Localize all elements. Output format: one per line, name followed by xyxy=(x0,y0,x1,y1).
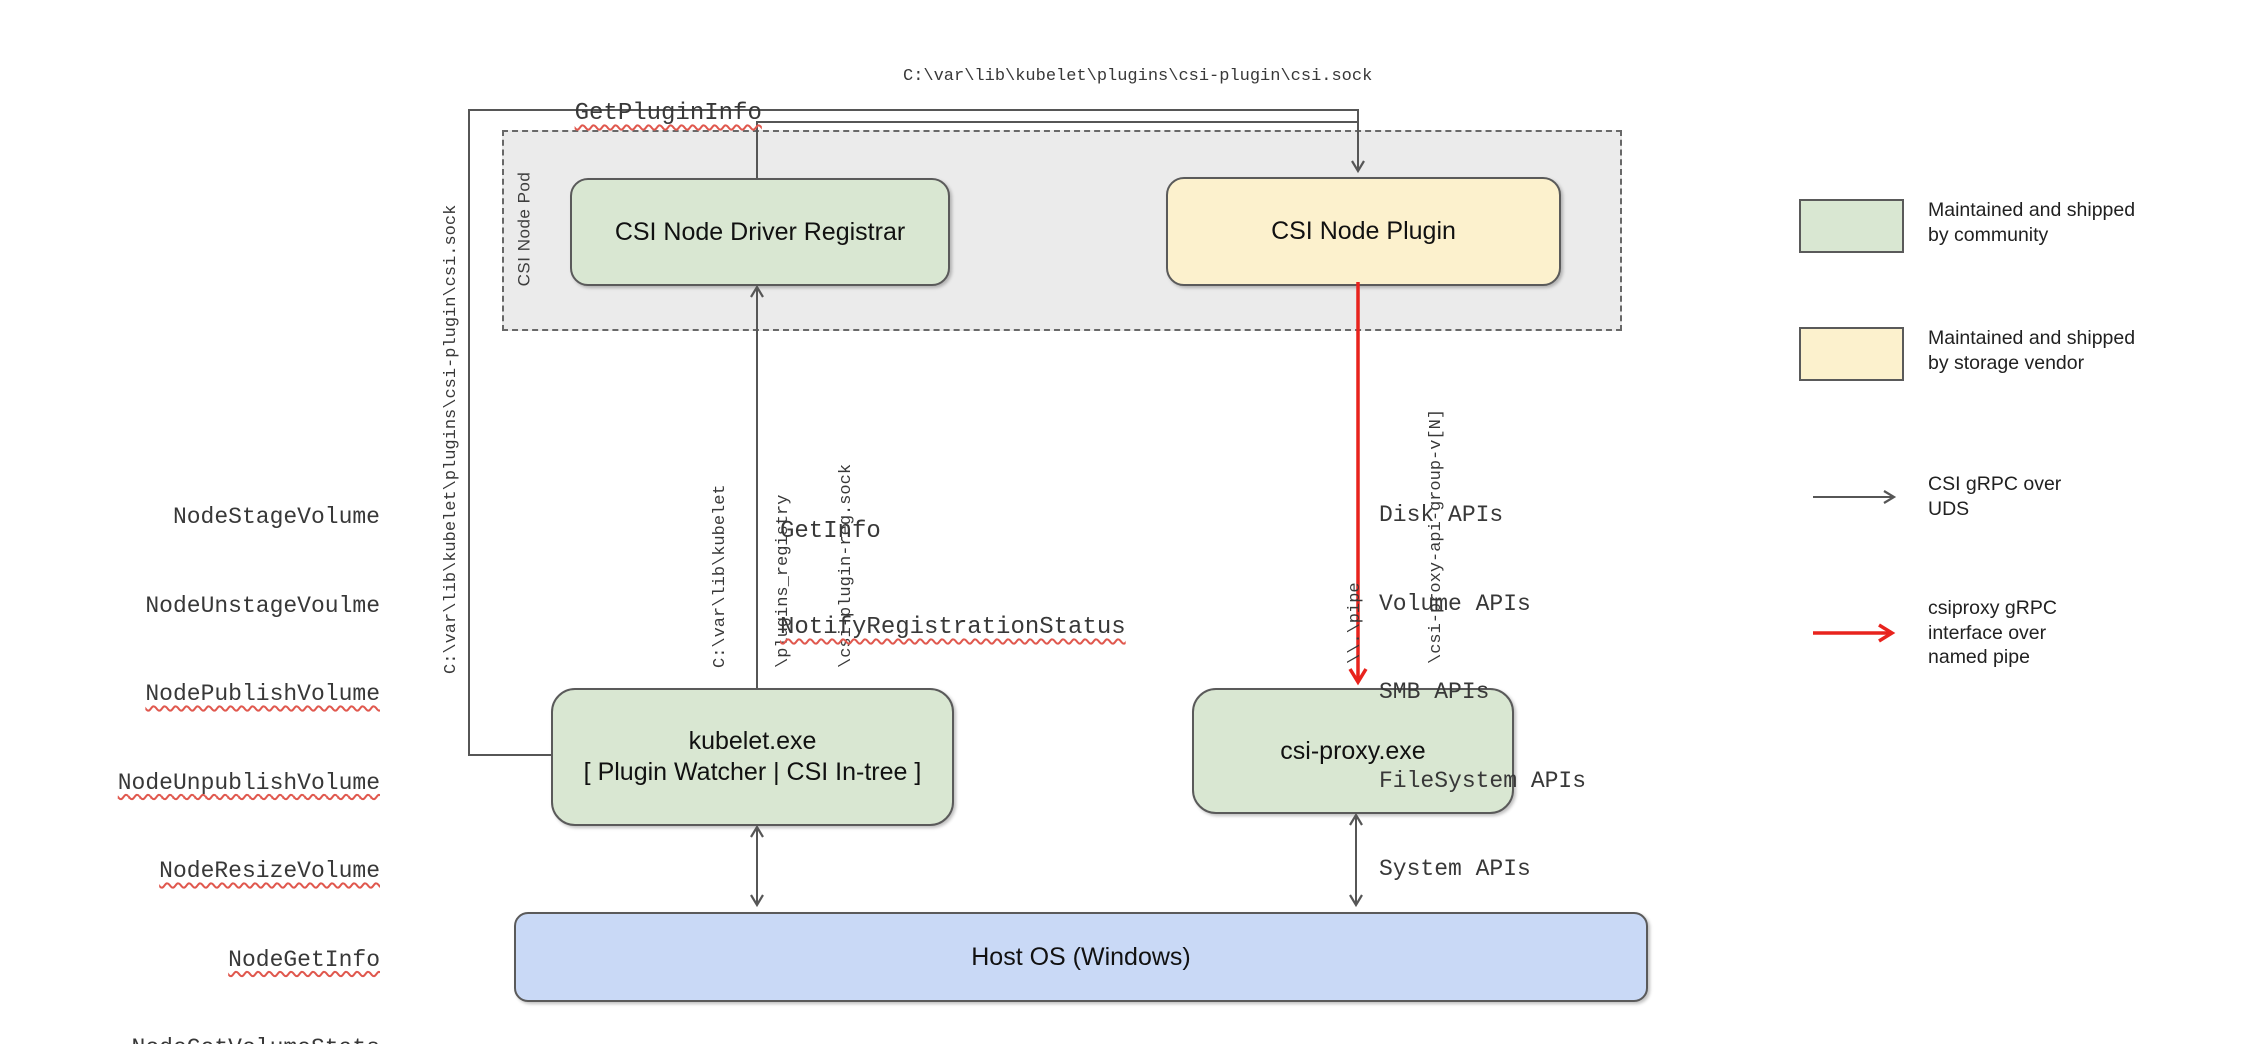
legend-pipe-text: csiproxy gRPC interface over named pipe xyxy=(1928,597,2057,668)
node-host-os: Host OS (Windows) xyxy=(514,912,1648,1002)
label-csi-plugin-sock-left: C:\var\lib\kubelet\plugins\csi-plugin\cs… xyxy=(442,204,461,674)
proxy-api: FileSystem APIs xyxy=(1379,767,1587,794)
label-getinfo: GetInfo xyxy=(780,518,881,545)
plugin-label: CSI Node Plugin xyxy=(1271,217,1456,245)
node-method: NodeGetInfo xyxy=(228,946,380,973)
legend-uds-text: CSI gRPC over UDS xyxy=(1928,473,2062,520)
node-method: NodeUnstageVoulme xyxy=(145,592,380,619)
node-method: NodeGetVolumeStats xyxy=(90,1034,380,1044)
label-csi-plugin-sock-top: C:\var\lib\kubelet\plugins\csi-plugin\cs… xyxy=(903,67,1373,86)
node-method: NodeUnpublishVolume xyxy=(117,769,380,796)
csi-node-pod-label: CSI Node Pod xyxy=(514,171,533,286)
label-notifyregistrationstatus: NotifyRegistrationStatus xyxy=(780,614,1126,641)
node-method: NodePublishVolume xyxy=(145,681,380,707)
legend-community-text: Maintained and shipped by community xyxy=(1928,199,2136,246)
proxy-api: Volume APIs xyxy=(1379,590,1531,617)
registrar-label: CSI Node Driver Registrar xyxy=(614,217,906,246)
proxy-api: SMB APIs xyxy=(1379,679,1490,705)
host-os-label: Host OS (Windows) xyxy=(971,942,1191,971)
label-getplugininfo: GetPluginInfo xyxy=(574,100,762,127)
kubelet-label-line2: [ Plugin Watcher | CSI In-tree ] xyxy=(583,758,922,786)
node-methods-list: NodeStageVolume NodeUnstageVoulme NodePu… xyxy=(90,444,380,1044)
kubelet-label-line1: kubelet.exe xyxy=(688,727,817,755)
proxy-api: System APIs xyxy=(1379,856,1531,882)
node-kubelet: kubelet.exe [ Plugin Watcher | CSI In-tr… xyxy=(551,688,954,826)
proxy-api: Disk APIs xyxy=(1379,502,1504,528)
node-method: NodeStageVolume xyxy=(172,504,380,530)
legend-vendor-text: Maintained and shipped by storage vendor xyxy=(1928,327,2136,374)
proxy-api-list: Disk APIs Volume APIs SMB APIs FileSyste… xyxy=(1379,442,1586,944)
node-method: NodeResizeVolume xyxy=(159,858,380,884)
legend-vendor-swatch xyxy=(1799,327,1904,381)
node-csi-node-plugin: CSI Node Plugin xyxy=(1166,177,1561,286)
label-getinfo-block: GetInfo NotifyRegistrationStatus xyxy=(780,452,1126,708)
node-csi-node-driver-registrar: CSI Node Driver Registrar xyxy=(570,178,950,286)
legend-community-swatch xyxy=(1799,199,1904,253)
